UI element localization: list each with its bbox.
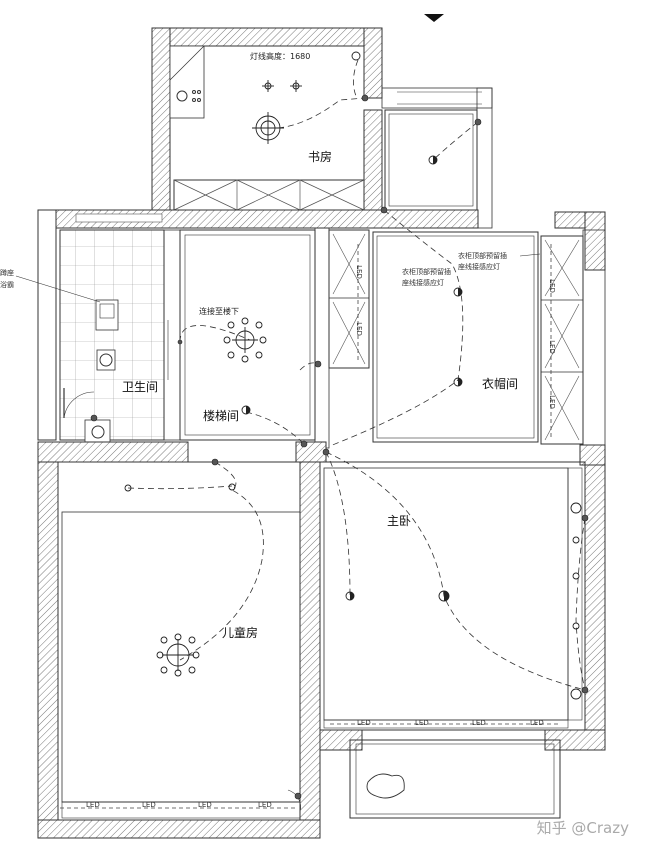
- room-label-kids-room: 儿童房: [222, 626, 259, 640]
- led-label: LED: [530, 719, 544, 727]
- led-label: LED: [472, 719, 486, 727]
- wardrobe-note-left-2: 座线接感应灯: [402, 279, 444, 287]
- bottom-balcony: [349, 739, 561, 819]
- study-walls: [151, 27, 383, 211]
- bath-note-1: 蹲座: [0, 269, 14, 277]
- watermark: 知乎 @Crazy: [536, 819, 629, 837]
- room-label-cloakroom: 衣帽间: [482, 377, 519, 391]
- led-label-vertical: LED: [547, 395, 556, 409]
- to-downstairs-note: 连接至楼下: [199, 307, 239, 316]
- wardrobe-note-right-2: 座线接感应灯: [458, 263, 500, 271]
- middle-walls: [37, 209, 606, 441]
- light-height-note: 灯线高度：1680: [250, 52, 311, 61]
- kids-room: [57, 461, 301, 821]
- led-label-vertical: LED: [547, 279, 556, 293]
- wiring-lines: [127, 59, 586, 691]
- led-label: LED: [198, 801, 212, 809]
- led-label: LED: [357, 719, 371, 727]
- wardrobe-note-left-1: 衣柜顶部预留插: [402, 268, 451, 276]
- wardrobe-left: [328, 229, 370, 369]
- led-label: LED: [142, 801, 156, 809]
- room-label-study: 书房: [308, 150, 333, 164]
- switch-points: [90, 94, 589, 800]
- led-label: LED: [258, 801, 272, 809]
- light-fixtures: [124, 51, 582, 700]
- lower-walls: [37, 441, 606, 839]
- room-label-bathroom: 卫生间: [122, 380, 159, 394]
- led-label-vertical: LED: [547, 340, 556, 354]
- small-balcony: [381, 87, 493, 229]
- bath-note-2: 浴霸: [0, 281, 14, 289]
- room-label-master-bedroom: 主卧: [387, 514, 412, 528]
- north-arrow-icon: [424, 14, 444, 22]
- master-bedroom: [319, 461, 586, 731]
- sensor-fill: [246, 156, 462, 601]
- bathroom: [59, 229, 181, 443]
- room-label-stairwell: 楼梯间: [203, 409, 240, 423]
- led-strips: [60, 244, 560, 809]
- led-label-vertical: LED: [354, 265, 363, 279]
- led-label-vertical: LED: [354, 322, 363, 336]
- led-label: LED: [415, 719, 429, 727]
- wardrobe-note-right-1: 衣柜顶部预留插: [458, 252, 507, 260]
- led-label: LED: [86, 801, 100, 809]
